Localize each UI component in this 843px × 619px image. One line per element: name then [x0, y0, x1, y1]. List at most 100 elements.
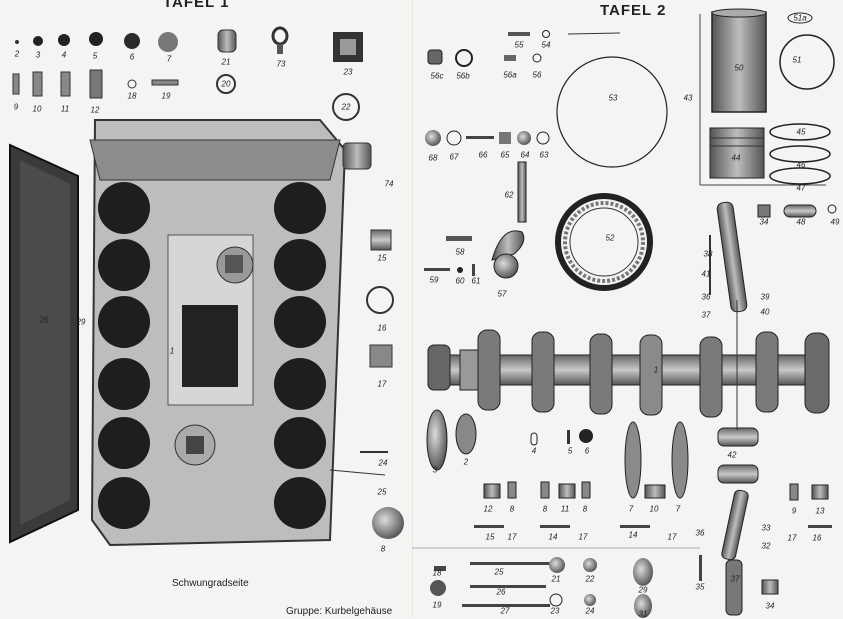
label-part: 37: [730, 574, 740, 584]
label-part: 64: [520, 150, 530, 160]
label-part: 29: [76, 317, 86, 327]
label-part: 10: [32, 104, 42, 114]
label-part: 43: [683, 93, 693, 103]
part-47: [769, 167, 831, 185]
label-part: 17: [787, 533, 797, 543]
label-part: 6: [129, 52, 135, 62]
label-part: 18: [432, 568, 442, 578]
label-part: 53: [608, 93, 618, 103]
label-part: 56c: [430, 71, 444, 81]
label-part: 48: [796, 217, 806, 227]
label-part: 17: [377, 379, 387, 389]
part-42: [717, 427, 759, 447]
part-20: [216, 74, 236, 94]
liner-and-piston: [699, 8, 835, 186]
label-part: 63: [539, 150, 549, 160]
part-64: [517, 131, 531, 145]
part-53: [556, 56, 668, 168]
label-part: 15: [485, 532, 495, 542]
label-part: 36: [701, 292, 711, 302]
label-part: 21: [551, 574, 561, 584]
label-part: 23: [550, 606, 560, 616]
part-29-r: [633, 558, 653, 586]
label-part: 59: [429, 275, 439, 285]
label-part: 2: [14, 49, 20, 59]
label-part: 9: [13, 102, 19, 112]
part-8-r: [507, 481, 517, 499]
label-part: 24: [378, 458, 388, 468]
label-part: 26: [39, 315, 49, 325]
label-part: 12: [483, 504, 493, 514]
label-part: 5: [567, 446, 573, 456]
part-68: [425, 130, 441, 146]
oil-pan: [9, 143, 79, 544]
part-6-r: [579, 429, 593, 443]
label-part: 50: [734, 63, 744, 73]
label-part: 11: [560, 504, 570, 514]
part-63: [536, 131, 550, 145]
part-12: [89, 69, 103, 99]
part-26-r: [470, 585, 546, 588]
part-8: [372, 507, 404, 539]
label-part: 22: [585, 574, 595, 584]
part-62: [517, 161, 527, 223]
bottom-studs: [412, 547, 702, 618]
part-51a: [787, 12, 813, 24]
part-66: [466, 136, 494, 139]
part-10-r: [644, 484, 666, 499]
part-56b: [455, 49, 473, 67]
part-9: [12, 73, 20, 95]
part-51: [779, 34, 835, 90]
label-part: 21: [221, 57, 231, 67]
label-part: 10: [649, 504, 659, 514]
label-part: 7: [628, 504, 634, 514]
part-54: [542, 30, 550, 38]
label-part: 49: [830, 217, 840, 227]
label-part: 25: [377, 487, 387, 497]
part-27-r: [462, 604, 550, 607]
label-part: 14: [628, 530, 638, 540]
part-10: [32, 71, 43, 97]
label-part: 33: [761, 523, 771, 533]
label-part: 17: [507, 532, 517, 542]
label-part: 42: [727, 450, 737, 460]
part-21-r: [549, 557, 565, 573]
part-25-r: [470, 562, 550, 565]
label-part: 32: [761, 541, 771, 551]
part-2: [15, 40, 19, 44]
label-part: 57: [497, 289, 507, 299]
part-21: [217, 29, 237, 53]
part-56a: [504, 55, 516, 61]
label-part: 35: [695, 582, 705, 592]
label-part: 29: [638, 585, 648, 595]
left-plate-title: TAFEL 1: [163, 0, 230, 11]
part-5: [89, 32, 103, 46]
label-part: 74: [384, 179, 394, 189]
label-part: 56b: [456, 71, 470, 81]
part-24-r: [584, 594, 596, 606]
bearing-shells: [426, 300, 832, 616]
label-part: 39: [760, 292, 770, 302]
part-4: [58, 34, 70, 46]
part-55: [508, 32, 530, 36]
part-23-r: [549, 593, 563, 607]
label-part: 16: [377, 323, 387, 333]
block-side-parts: [329, 142, 404, 539]
part-56: [532, 53, 542, 63]
part-34: [757, 204, 771, 218]
label-part: 73: [276, 59, 286, 69]
left-plate-caption: Schwungradseite: [172, 578, 249, 589]
part-12-r: [483, 483, 501, 499]
label-part: 13: [815, 506, 825, 516]
label-part: 51: [792, 55, 802, 65]
part-50: [711, 11, 767, 113]
part-5-r: [567, 430, 570, 444]
label-part: 41: [701, 269, 711, 279]
part-46: [769, 145, 831, 163]
label-part: 24: [585, 606, 595, 616]
small-parts-row: [12, 26, 363, 121]
label-part: 56: [532, 70, 542, 80]
label-part: 11: [60, 104, 70, 114]
oil-pump-parts: [424, 230, 525, 279]
